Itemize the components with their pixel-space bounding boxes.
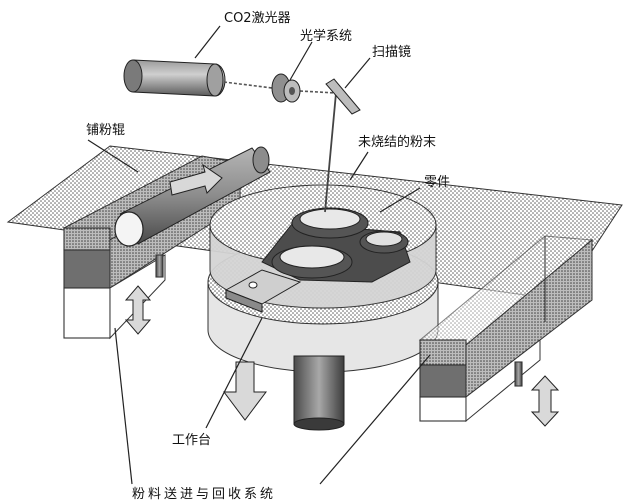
- left-updown-arrow: [124, 285, 152, 335]
- label-powder-feed-recovery: 粉料送进与回收系统: [132, 487, 276, 502]
- label-scanning-mirror: 扫描镜: [372, 45, 411, 60]
- part-object: [261, 207, 411, 283]
- label-part: 零件: [424, 175, 450, 190]
- laser-beam: [223, 81, 337, 213]
- label-powder-roller: 铺粉辊: [86, 123, 125, 138]
- optical-system-lens: [271, 73, 301, 103]
- right-recovery-box: [418, 235, 594, 423]
- label-co2-laser: CO2激光器: [224, 11, 291, 26]
- label-unsintered-powder: 未烧结的粉末: [358, 134, 436, 150]
- leader-lines: [87, 25, 431, 485]
- central-piston: [293, 355, 345, 431]
- label-optical-system: 光学系统: [300, 28, 352, 44]
- label-work-table: 工作台: [172, 433, 211, 448]
- right-updown-arrow: [530, 375, 560, 427]
- work-table-bracket: [224, 269, 302, 313]
- down-arrow: [223, 361, 267, 421]
- powder-roller: [114, 146, 271, 247]
- scanning-mirror: [325, 78, 361, 115]
- co2-laser: [123, 59, 226, 97]
